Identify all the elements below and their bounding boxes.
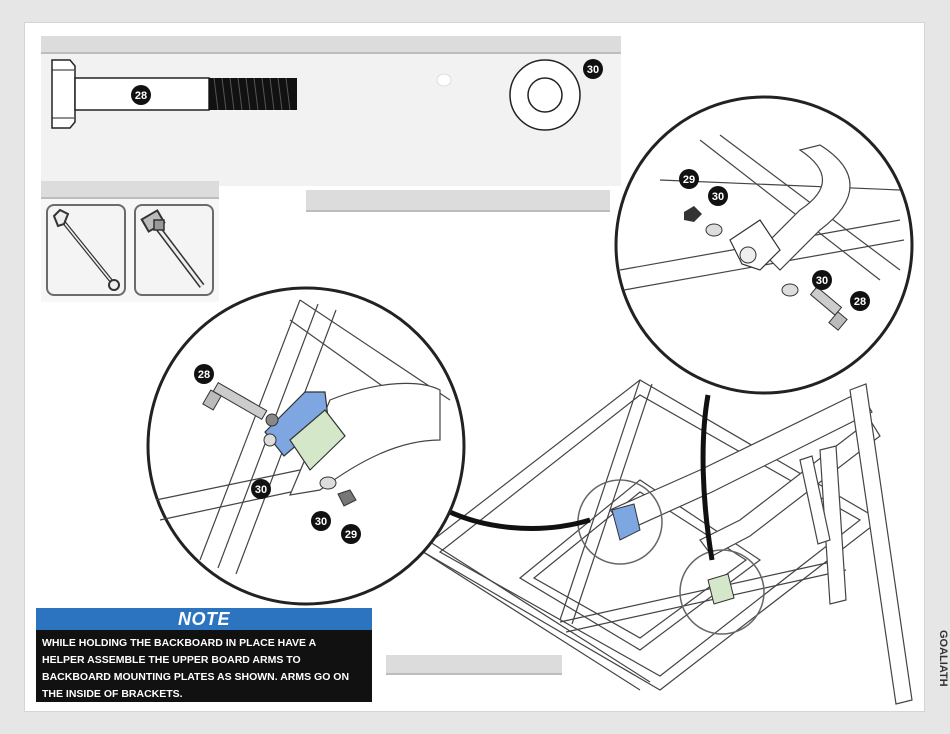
callout-badge: 30 (311, 511, 331, 531)
note-line: THE INSIDE OF BRACKETS. (42, 686, 366, 703)
callout-badge: 30 (812, 270, 832, 290)
callout-badge: 29 (341, 524, 361, 544)
callout-badge: 28 (850, 291, 870, 311)
svg-text:28: 28 (135, 90, 147, 102)
note-line: BACKBOARD MOUNTING PLATES AS SHOWN. ARMS… (42, 669, 366, 686)
callout-badge: 28 (194, 364, 214, 384)
callout-badge: 30 (583, 59, 603, 79)
svg-text:30: 30 (816, 275, 828, 287)
svg-text:29: 29 (683, 174, 695, 186)
note-body: WHILE HOLDING THE BACKBOARD IN PLACE HAV… (36, 630, 372, 703)
svg-text:29: 29 (345, 529, 357, 541)
note-line: WHILE HOLDING THE BACKBOARD IN PLACE HAV… (42, 635, 366, 652)
svg-text:30: 30 (587, 64, 599, 76)
note-title: NOTE (36, 608, 372, 630)
svg-text:30: 30 (315, 516, 327, 528)
zoom-circle-left (148, 288, 464, 604)
svg-text:30: 30 (255, 484, 267, 496)
pole-brand-text: GOALIATH (937, 630, 949, 687)
bolt-hardware-icon (52, 60, 297, 128)
svg-text:28: 28 (854, 296, 866, 308)
svg-text:30: 30 (712, 191, 724, 203)
svg-text:28: 28 (198, 369, 210, 381)
washer-hardware-icon (510, 60, 580, 130)
callout-badge: 29 (679, 169, 699, 189)
note-box: NOTE WHILE HOLDING THE BACKBOARD IN PLAC… (36, 608, 372, 702)
zoom-circle-right (616, 97, 912, 393)
note-line: HELPER ASSEMBLE THE UPPER BOARD ARMS TO (42, 652, 366, 669)
callout-badge: 30 (251, 479, 271, 499)
callout-badge: 28 (131, 85, 151, 105)
callout-badge: 30 (708, 186, 728, 206)
